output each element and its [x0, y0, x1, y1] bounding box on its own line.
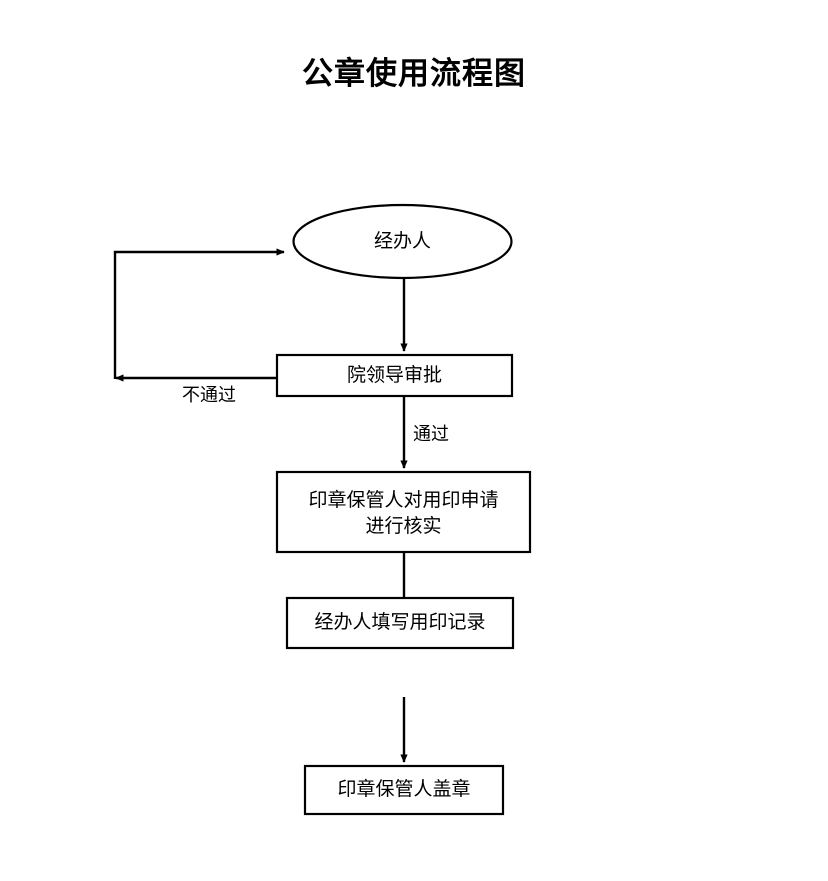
node-shape-handler[interactable]	[292, 203, 513, 280]
node-shape-handler-record[interactable]	[285, 596, 515, 650]
node-shape-seal-keeper-verify[interactable]	[275, 470, 532, 554]
edge-label-rejected: 不通过	[182, 385, 236, 405]
node-shape-leadership-approval[interactable]	[275, 353, 514, 398]
edge-rejected-loop-riser	[113, 248, 285, 379]
edge-label-approved: 通过	[413, 424, 449, 444]
page-title: 公章使用流程图	[302, 56, 526, 91]
node-shape-seal-keeper-stamp[interactable]	[303, 764, 505, 816]
